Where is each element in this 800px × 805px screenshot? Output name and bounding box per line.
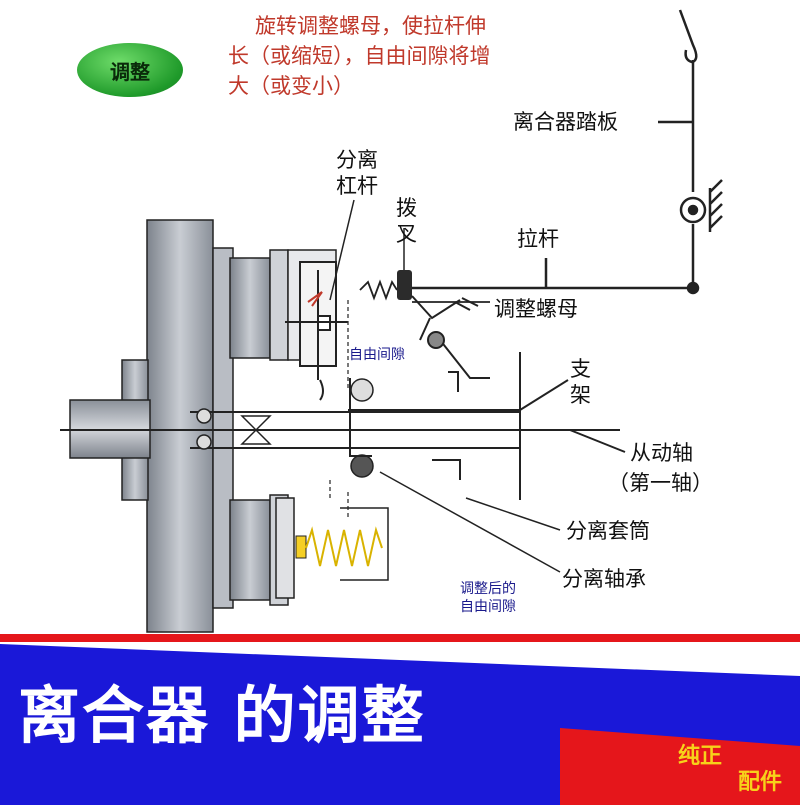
- note-line-2: 长（或缩短），自由间隙将增: [228, 44, 491, 68]
- label-pedal: 离合器踏板: [513, 110, 618, 134]
- clutch-pedal: [658, 9, 723, 288]
- return-spring: [295, 507, 389, 581]
- pilot-bearing: [196, 408, 212, 450]
- note-line-1: 旋转调整螺母，使拉杆伸: [255, 14, 486, 38]
- adjust-badge-label: 调整: [110, 59, 150, 84]
- free-gap-lines: [329, 300, 349, 520]
- release-fork: [411, 295, 490, 392]
- bracket: [348, 352, 569, 500]
- note-line-3: 大（或变小）: [228, 74, 354, 98]
- leader-lines: [329, 199, 561, 573]
- label-fork-2: 叉: [396, 222, 417, 246]
- label-bracket-1: 支: [570, 357, 591, 381]
- adjust-badge: 调整: [77, 43, 183, 97]
- label-release-lever-2: 杠杆: [336, 174, 378, 198]
- driven-shaft: [60, 411, 626, 453]
- label-adjust-nut: 调整螺母: [494, 297, 578, 321]
- label-release-bearing: 分离轴承: [562, 567, 646, 591]
- banner-tag-genuine: 纯正: [678, 744, 723, 769]
- banner-stripe: [0, 634, 800, 642]
- label-release-sleeve: 分离套筒: [566, 519, 650, 543]
- label-driven-shaft: 从动轴: [630, 441, 693, 465]
- release-lever: [285, 261, 348, 401]
- label-adjusted-gap-2: 自由间隙: [460, 599, 516, 615]
- banner-tag-parts: 配件: [738, 770, 783, 795]
- label-release-lever-1: 分离: [336, 148, 378, 172]
- label-pull-rod: 拉杆: [517, 227, 559, 251]
- label-bracket-2: 架: [570, 383, 591, 407]
- label-adjusted-gap-1: 调整后的: [460, 581, 516, 597]
- label-first-shaft: （第一轴）: [608, 471, 713, 495]
- pull-rod: [412, 258, 700, 295]
- damper-symbol: [240, 415, 272, 445]
- adjust-nut: [359, 270, 490, 303]
- release-bearing: [349, 378, 461, 480]
- label-fork-1: 拨: [396, 196, 417, 220]
- flywheel: [121, 219, 234, 633]
- label-free-gap: 自由间隙: [349, 347, 405, 363]
- banner-title: 离合器 的调整: [18, 679, 426, 752]
- title-banner: [0, 644, 800, 805]
